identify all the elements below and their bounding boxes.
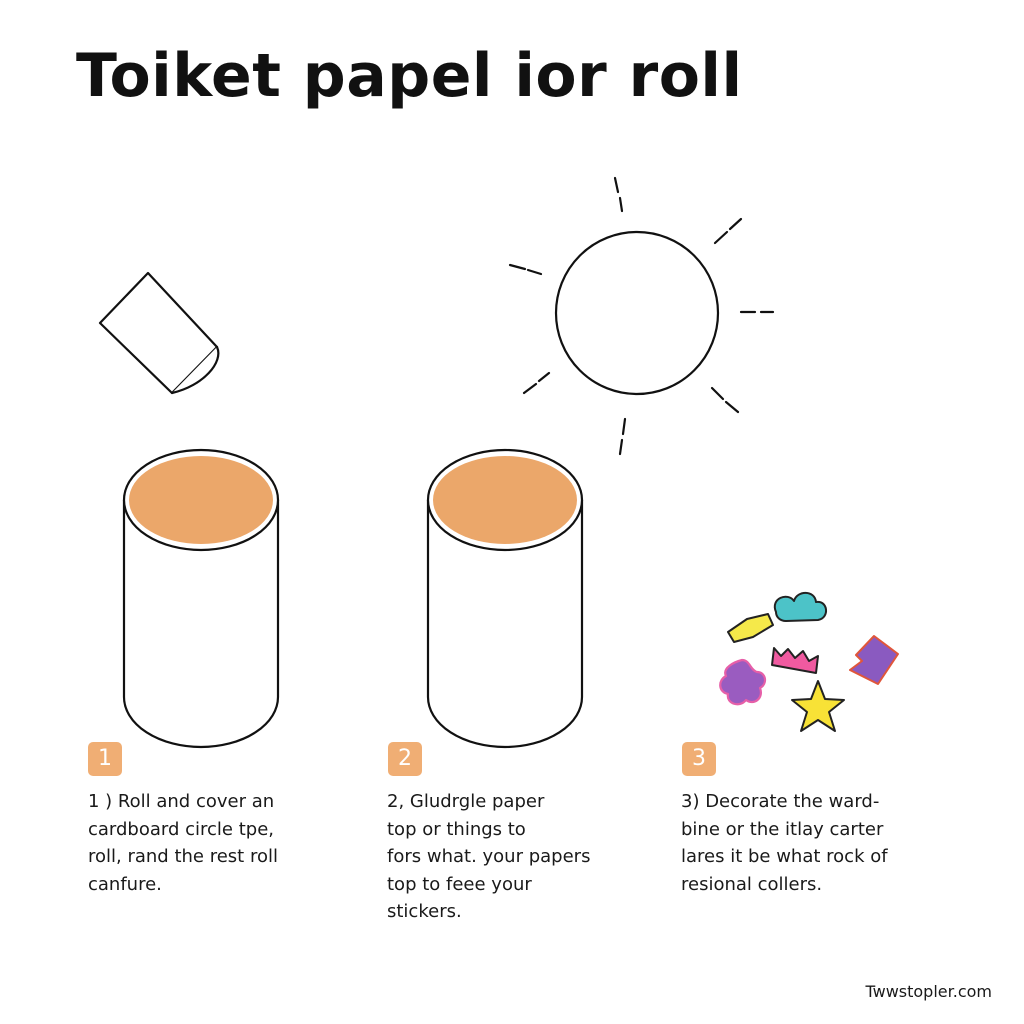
step-2-line: stickers. bbox=[387, 901, 462, 922]
ticket-sticker bbox=[849, 635, 899, 685]
toilet-roll-icon bbox=[426, 448, 584, 749]
cloud-sticker bbox=[773, 591, 827, 622]
step-2-line: top or things to bbox=[387, 818, 526, 840]
step-1-line: canfure. bbox=[88, 873, 162, 895]
page-title: Toiket papel ior roll bbox=[76, 41, 743, 111]
step-3-line: resional collers. bbox=[681, 873, 823, 895]
step-1-line: 1 ) Roll and cover an bbox=[88, 791, 275, 812]
sun-icon bbox=[508, 176, 775, 456]
step-3-line: 3) Decorate the ward- bbox=[681, 791, 880, 812]
site-url[interactable]: Twwstopler.com bbox=[865, 982, 992, 1001]
step-2-line: fors what. your papers bbox=[387, 846, 591, 867]
step-2-line: 2, Gludrgle paper bbox=[387, 791, 545, 812]
step-3-line: lares it be what rock of bbox=[681, 846, 888, 867]
step-1-instructions: 1 ) Roll and cover an cardboard circle t… bbox=[88, 788, 338, 898]
step-2-line: top to feee your bbox=[387, 873, 532, 895]
crown-sticker bbox=[771, 647, 819, 674]
tag-sticker bbox=[727, 613, 774, 643]
step-2-number: 2 bbox=[398, 746, 412, 771]
step-1-number: 1 bbox=[98, 746, 112, 771]
step-1-badge: 1 bbox=[88, 742, 122, 776]
star-sticker bbox=[791, 680, 845, 732]
tube-segment-icon bbox=[98, 271, 220, 395]
flower-sticker bbox=[719, 658, 767, 706]
step-1-line: roll, rand the rest roll bbox=[88, 846, 278, 867]
toilet-roll-icon bbox=[122, 448, 280, 749]
step-1-line: cardboard circle tpe, bbox=[88, 818, 275, 840]
step-3-badge: 3 bbox=[682, 742, 716, 776]
stickers-icon bbox=[719, 591, 899, 732]
step-2-badge: 2 bbox=[388, 742, 422, 776]
step-3-line: bine or the itlay carter bbox=[681, 818, 884, 840]
step-3-instructions: 3) Decorate the ward- bine or the itlay … bbox=[681, 788, 931, 898]
step-2-instructions: 2, Gludrgle paper top or things to fors … bbox=[387, 788, 637, 926]
step-3-number: 3 bbox=[692, 746, 706, 771]
